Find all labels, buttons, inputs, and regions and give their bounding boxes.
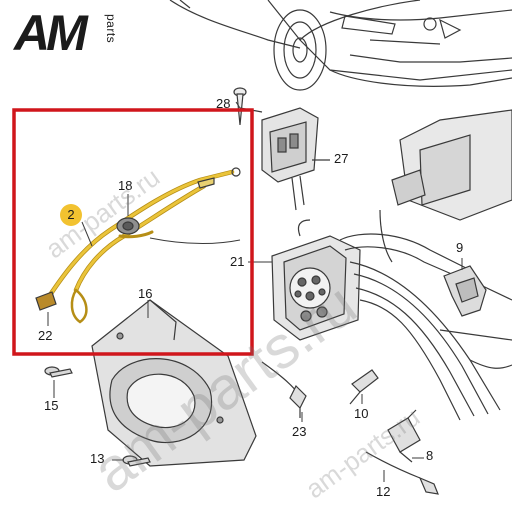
grommet-18-drawing [116,217,140,235]
callout-16: 16 [138,286,153,301]
bolt-28-drawing [233,87,263,126]
callout-21: 21 [230,254,245,269]
control-unit-27-drawing [261,107,330,211]
brand-logo: AM parts [14,8,144,60]
charging-socket-21-drawing [271,235,361,341]
callout-8: 8 [426,448,434,463]
callout-13: 13 [90,451,105,466]
cable-tie-10-drawing [349,369,379,405]
callout-10: 10 [354,406,369,421]
mounting-plate-16-drawing [91,299,257,467]
callout-15: 15 [44,398,59,413]
cable-tie-23-drawing [261,361,307,418]
upper-right-housing-drawing [391,109,512,221]
clip-8-drawing [387,409,421,463]
callout-9: 9 [456,240,464,255]
logo-brand-text: AM [14,5,88,61]
highlight-box [12,108,254,356]
logo-suffix-text: parts [104,14,118,44]
bracket-9-drawing [443,265,487,317]
callout-12: 12 [376,484,391,499]
callout-23: 23 [292,424,307,439]
connector-22-drawing [35,291,57,311]
callout-27: 27 [334,151,349,166]
callout-18: 18 [118,178,133,193]
grounding-cable-2-drawing [45,169,235,324]
cable-tie-12-drawing [365,451,439,495]
vehicle-outline [169,0,512,91]
screw-15-drawing [44,366,73,378]
leader-lines [47,101,463,482]
ring-terminal-drawing [197,167,241,189]
callout-28: 28 [216,96,231,111]
callout-2: 2 [60,204,82,226]
callout-22: 22 [38,328,53,343]
charging-cables-drawing [297,209,512,421]
